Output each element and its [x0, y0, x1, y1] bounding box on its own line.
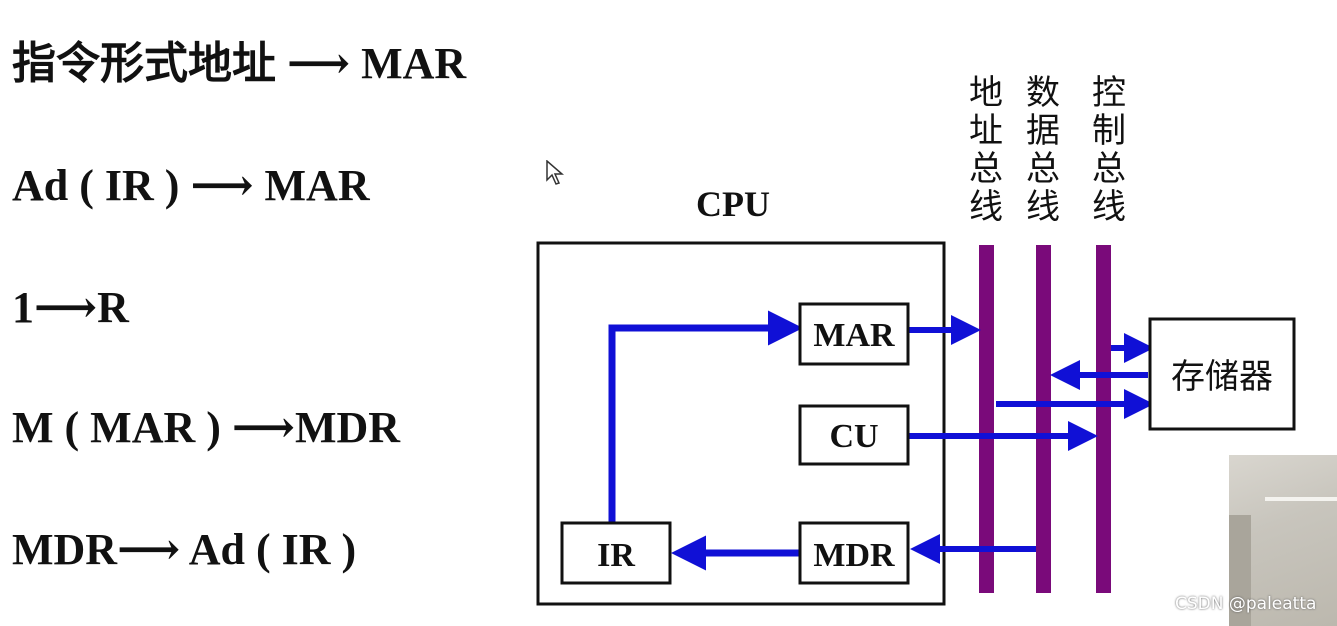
mar-box	[798, 302, 910, 366]
address-bus	[979, 245, 994, 593]
step-3-arrow-icon: ⟶	[34, 283, 98, 332]
webcam-door	[1229, 515, 1251, 626]
data-bus	[1036, 245, 1051, 593]
step-4-from: M ( MAR )	[12, 403, 221, 452]
step-4: M ( MAR ) ⟶MDR	[12, 406, 400, 450]
step-3-from: 1	[12, 283, 34, 332]
step-3: 1⟶R	[12, 286, 129, 330]
step-1: 指令形式地址 ⟶ MAR	[12, 42, 466, 86]
cpu-box	[536, 241, 946, 606]
mdr-label: MDR	[813, 537, 895, 574]
step-1-arrow-icon: ⟶	[287, 39, 351, 88]
webcam-overlay	[1229, 455, 1337, 626]
step-2-to: MAR	[264, 161, 370, 210]
step-1-to: MAR	[361, 39, 467, 88]
mouse-pointer-icon	[546, 160, 564, 185]
webcam-shelf	[1265, 497, 1337, 501]
step-5-to: Ad ( IR )	[188, 525, 357, 574]
step-2: Ad ( IR ) ⟶ MAR	[12, 164, 370, 208]
step-2-from: Ad ( IR )	[12, 161, 180, 210]
cu-label: CU	[829, 418, 878, 455]
ir-to-mar-arrow	[608, 310, 803, 523]
watermark: CSDN @paleatta	[1175, 594, 1317, 614]
ir-label: IR	[597, 537, 635, 574]
step-5: MDR⟶ Ad ( IR )	[12, 528, 356, 572]
cpu-label: CPU	[696, 184, 770, 224]
data-bus-label: 数据总线	[1026, 73, 1060, 227]
cu-box	[798, 404, 910, 466]
step-4-to: MDR	[295, 403, 401, 452]
step-5-arrow-icon: ⟶	[117, 525, 181, 574]
mar-label: MAR	[813, 317, 895, 354]
ir-box	[560, 521, 672, 585]
control-bus-label: 控制总线	[1092, 73, 1126, 227]
step-4-arrow-icon: ⟶	[231, 403, 295, 452]
step-3-to: R	[97, 283, 129, 332]
step-2-arrow-icon: ⟶	[190, 161, 254, 210]
memory-box	[1148, 317, 1296, 431]
step-1-from: 指令形式地址	[12, 39, 276, 88]
mdr-box	[798, 521, 910, 585]
control-bus	[1096, 245, 1111, 593]
address-bus-label: 地址总线	[969, 73, 1003, 227]
memory-label: 存储器	[1171, 357, 1273, 397]
step-5-from: MDR	[12, 525, 118, 574]
